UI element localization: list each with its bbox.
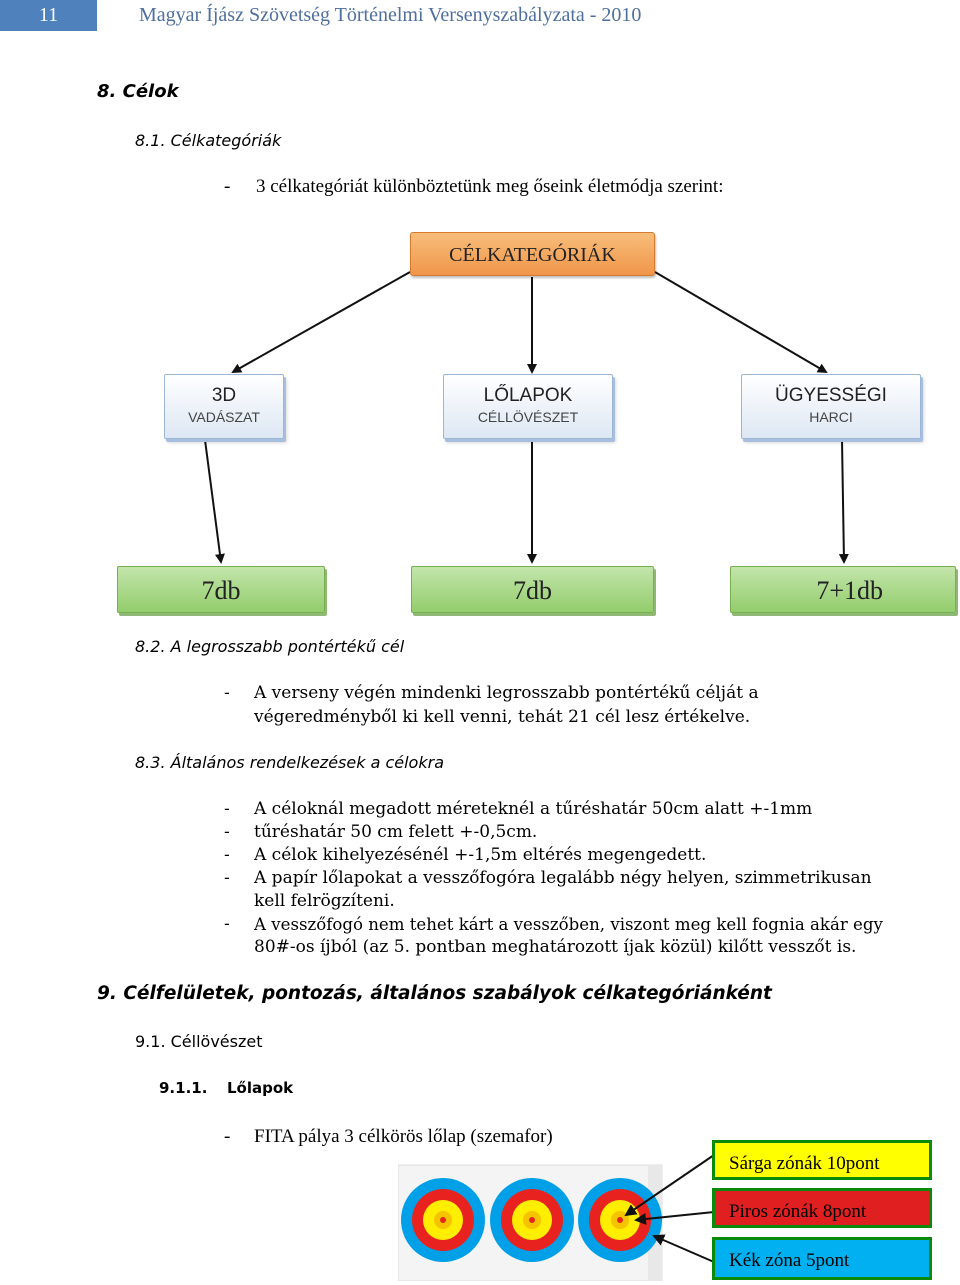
list-item: tűréshatár 50 cm felett +-0,5cm. [254,822,538,842]
section-9-heading: 9. Célfelületek, pontozás, általános sza… [97,983,772,1004]
legend-blue-zone: Kék zóna 5pont [712,1237,932,1280]
bullet-dash: - [224,868,230,888]
category-title: ÜGYESSÉGI [775,385,887,406]
section-9-1-1-title: Lőlapok [227,1079,294,1097]
section-9-bullet: FITA pálya 3 célkörös lőlap (szemafor) [254,1126,553,1147]
section-8-2-heading: 8.2. A legrosszabb pontértékű cél [135,637,405,656]
list-item: A vesszőfogó nem tehet kárt a vesszőben,… [254,915,883,934]
target-middle [490,1178,574,1262]
category-subtitle: HARCI [809,409,853,425]
list-item-continuation: kell felrögzíteni. [254,891,395,911]
list-item: A célok kihelyezésénél +-1,5m eltérés me… [254,845,707,865]
bullet-dash: - [224,683,230,703]
page-number: 11 [0,0,97,31]
category-box-ugyessegi: ÜGYESSÉGI HARCI [741,374,921,439]
bullet-dash: - [224,822,230,842]
connector-root-3d [231,271,411,373]
list-item: A céloknál megadott méreteknél a tűrésha… [254,799,813,819]
text-line: végeredményből ki kell venni, tehát 21 c… [254,707,751,727]
connector-ugyessegi-count [838,439,849,564]
diagram-connectors [204,271,849,564]
legend-red-zone: Piros zónák 8pont [712,1188,932,1228]
list-item: A papír lőlapokat a vesszőfogóra legaláb… [254,868,872,888]
text-line: A verseny végén mindenki legrosszabb pon… [254,683,759,703]
connector-3d-count [204,439,225,564]
section-9-1-1-number: 9.1.1. [159,1079,208,1097]
target-left [401,1178,485,1262]
connector-root-ugyessegi [654,271,828,374]
section-8-1-dash: - [224,176,231,197]
category-subtitle: CÉLLÖVÉSZET [477,409,579,425]
target-face-image [398,1164,663,1281]
section-8-1-bullet: 3 célkategóriát különböztetünk meg ősein… [256,176,724,197]
section-9-bullet-dash: - [224,1126,231,1147]
bullet-dash: - [224,799,230,819]
count-box-3d: 7db [117,566,325,613]
category-title: LŐLAPOK [483,385,573,406]
count-box-ugyessegi: 7+1db [730,566,956,613]
list-item-continuation: 80#-os íjból (az 5. pontban meghatározot… [254,937,857,957]
bullet-dash: - [224,914,230,934]
legend-label: Piros zónák 8pont [729,1201,867,1222]
category-title: 3D [211,385,237,406]
legend-yellow-zone: Sárga zónák 10pont [712,1140,932,1180]
legend-arrows [624,1154,715,1263]
section-9-1-heading: 9.1. Céllövészet [135,1032,263,1051]
category-subtitle: VADÁSZAT [188,409,260,425]
document-title: Magyar Íjász Szövetség Történelmi Versen… [139,4,642,26]
legend-label: Kék zóna 5pont [729,1250,850,1271]
section-8-heading: 8. Célok [97,81,179,102]
target-right [578,1178,662,1262]
category-box-lolapok: LŐLAPOK CÉLLÖVÉSZET [443,374,613,439]
category-box-3d: 3D VADÁSZAT [164,374,284,439]
section-8-1-heading: 8.1. Célkategóriák [135,131,282,150]
section-8-3-heading: 8.3. Általános rendelkezések a célokra [135,753,444,772]
diagram-root-box: CÉLKATEGÓRIÁK [410,232,655,276]
legend-label: Sárga zónák 10pont [729,1153,880,1174]
count-box-lolapok: 7db [411,566,654,613]
bullet-dash: - [224,845,230,865]
